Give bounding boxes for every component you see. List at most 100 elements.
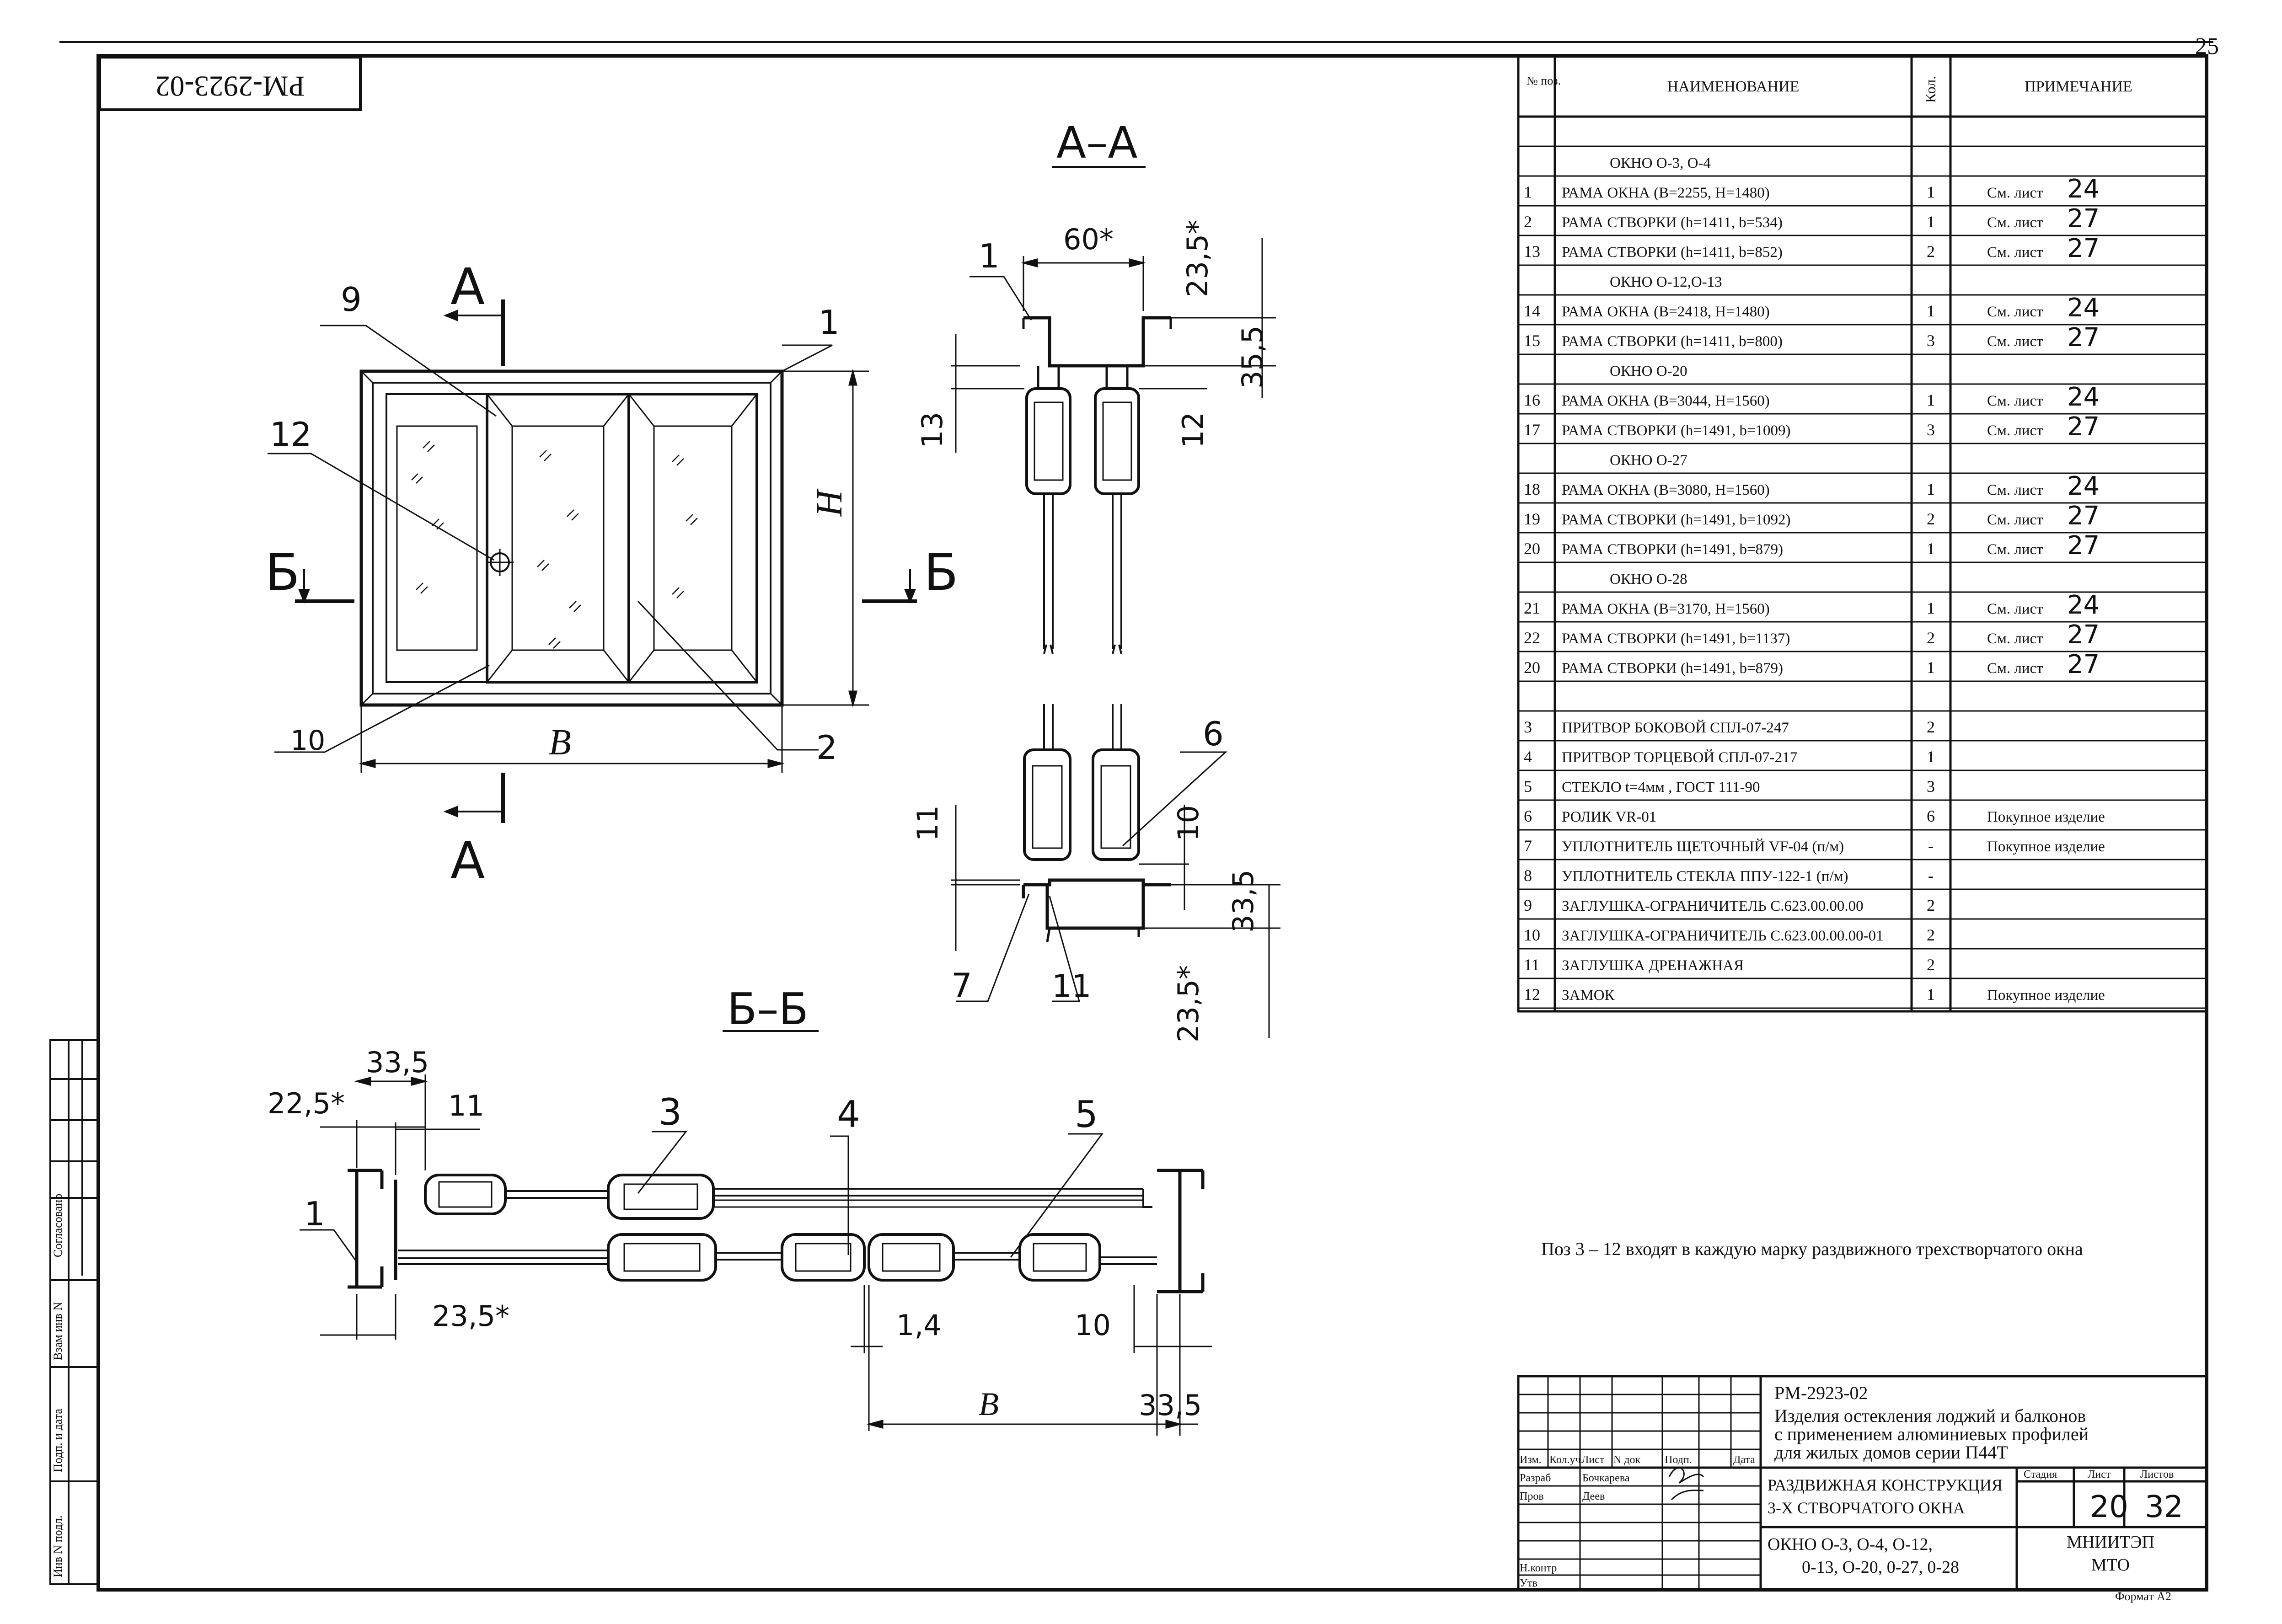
spec-head-qty: Кол. xyxy=(1922,76,1939,103)
spec-cell-num: 19 xyxy=(1524,510,1540,528)
title-block-small-grid xyxy=(1518,1376,1761,1590)
tb-name-line2: 3-Х СТВОРЧАТОГО ОКНА xyxy=(1768,1499,1965,1517)
spec-cell-qty: 6 xyxy=(1927,807,1935,825)
spec-cell-note: См. лист xyxy=(1987,185,2043,201)
spec-cell-qty: 2 xyxy=(1927,956,1935,974)
spec-cell-qty: 1 xyxy=(1927,302,1935,320)
bb-label-1: 1 xyxy=(304,1195,325,1233)
tb-sheet-label: Лист xyxy=(2088,1469,2111,1480)
spec-head-num: № поз. xyxy=(1527,74,1561,87)
bb-dim-335a: 33,5 xyxy=(366,1046,429,1079)
spec-cell-name: ЗАГЛУШКА-ОГРАНИЧИТЕЛЬ С.623.00.00.00 xyxy=(1562,898,1864,914)
spec-cell-num: 15 xyxy=(1524,331,1540,350)
bb-leaders xyxy=(300,1131,1104,1262)
label-1: 1 xyxy=(819,303,840,342)
spec-cell-note: См. лист xyxy=(1987,422,2043,439)
spec-cell-name: ОКНО О-27 xyxy=(1610,452,1687,469)
spec-cell-name: РАМА ОКНА (В=3080, Н=1560) xyxy=(1562,482,1770,498)
signature-mark xyxy=(1668,1467,1704,1501)
bb-label-5: 5 xyxy=(1075,1093,1098,1136)
bb-dim-235: 23,5* xyxy=(432,1299,509,1333)
spec-cell-note: См. лист xyxy=(1987,630,2043,647)
spec-cell-sheet: 27 xyxy=(2067,620,2100,650)
spec-cell-name: ЗАМОК xyxy=(1562,987,1615,1004)
strip-label-signature: Подп. и дата xyxy=(51,1409,64,1472)
spec-cell-name: РАМА СТВОРКИ (h=1411, b=852) xyxy=(1562,244,1783,261)
spec-cell-note: См. лист xyxy=(1987,393,2043,409)
spec-cell-num: 22 xyxy=(1524,629,1540,647)
bb-profiles-upper xyxy=(424,1174,1152,1220)
spec-head-name: НАИМЕНОВАНИЕ xyxy=(1667,78,1800,95)
spec-cell-name: СТЕКЛО t=4мм , ГОСТ 111-90 xyxy=(1562,779,1760,796)
tb-code: РМ-2923-02 xyxy=(1774,1383,1868,1403)
tb-org-line2: МТО xyxy=(2091,1555,2130,1575)
spec-cell-qty: 1 xyxy=(1927,985,1935,1004)
dim-B-front xyxy=(359,706,785,773)
left-approval-strip xyxy=(49,1039,99,1585)
spec-cell-num: 4 xyxy=(1524,748,1532,766)
tb-header-izm: Изм. xyxy=(1520,1454,1542,1466)
tb-name-razrab: Бочкарева xyxy=(1582,1472,1630,1484)
spec-cell-num: 12 xyxy=(1524,985,1540,1004)
bb-dim-11: 11 xyxy=(448,1089,484,1122)
dim-B-label: В xyxy=(549,722,571,763)
tb-project-line2: с применением алюминиевых профилей xyxy=(1774,1424,2089,1444)
aa-dimensions xyxy=(951,238,1280,1038)
spec-cell-num: 3 xyxy=(1524,718,1532,736)
tb-marks-line2: 0-13, О-20, 0-27, 0-28 xyxy=(1802,1558,1959,1577)
tb-project-line3: для жилых домов серии П44Т xyxy=(1774,1442,2008,1463)
spec-cell-name: РАМА СТВОРКИ (h=1411, b=800) xyxy=(1562,333,1783,350)
spec-cell-name: ОКНО О-12,О-13 xyxy=(1610,274,1722,290)
spec-cell-name: ОКНО О-20 xyxy=(1610,363,1687,379)
tb-sheets-label: Листов xyxy=(2140,1469,2174,1480)
spec-cell-note: См. лист xyxy=(1987,541,2043,558)
spec-cell-note: См. лист xyxy=(1987,333,2043,350)
spec-cell-name: ОКНО О-28 xyxy=(1610,571,1687,588)
spec-cell-name: РАМА СТВОРКИ (h=1491, b=879) xyxy=(1562,541,1783,558)
tb-role-prov: Пров xyxy=(1520,1490,1544,1502)
tb-org-line1: МНИИТЭП xyxy=(2067,1533,2154,1552)
spec-cell-sheet: 27 xyxy=(2067,650,2100,679)
bb-dim-335b: 33,5 xyxy=(1139,1389,1202,1422)
code-stamp xyxy=(98,56,362,111)
spec-cell-note: См. лист xyxy=(1987,601,2043,617)
spec-cell-qty: - xyxy=(1928,866,1934,885)
general-note: Поз 3 – 12 входят в каждую марку раздвиж… xyxy=(1541,1239,2083,1259)
tb-name-line1: РАЗДВИЖНАЯ КОНСТРУКЦИЯ xyxy=(1768,1476,2003,1494)
spec-cell-qty: 1 xyxy=(1927,748,1935,766)
tb-header-list: Лист xyxy=(1581,1454,1605,1466)
spec-cell-name: УПЛОТНИТЕЛЬ ЩЕТОЧНЫЙ VF-04 (п/м) xyxy=(1562,838,1844,855)
spec-cell-num: 6 xyxy=(1524,807,1532,825)
dim-H-front xyxy=(782,369,869,708)
spec-cell-sheet: 27 xyxy=(2067,412,2100,442)
spec-cell-name: ЗАГЛУШКА-ОГРАНИЧИТЕЛЬ С.623.00.00.00-01 xyxy=(1562,928,1884,944)
spec-cell-num: 9 xyxy=(1524,896,1532,914)
tb-header-ndok: N док xyxy=(1613,1454,1641,1466)
spec-cell-num: 1 xyxy=(1524,183,1532,201)
tb-project-line1: Изделия остекления лоджий и балконов xyxy=(1774,1405,2086,1426)
window-front-view xyxy=(359,369,784,707)
aa-label-6: 6 xyxy=(1203,715,1224,753)
dim-H-label: Н xyxy=(809,488,850,517)
spec-cell-name: РАМА СТВОРКИ (h=1491, b=1092) xyxy=(1562,512,1791,528)
spec-cell-name: РОЛИК VR-01 xyxy=(1562,809,1656,825)
spec-cell-qty: 2 xyxy=(1927,718,1935,736)
aa-leaders xyxy=(956,276,1227,1002)
bb-dimensions xyxy=(320,1074,1212,1436)
spec-cell-sheet: 24 xyxy=(2067,174,2100,204)
spec-cell-qty: 3 xyxy=(1927,331,1935,350)
spec-cell-name: ПРИТВОР ТОРЦЕВОЙ СПЛ-07-217 xyxy=(1562,749,1797,766)
strip-label-inventory: Инв N подл. xyxy=(51,1515,64,1577)
spec-cell-qty: 2 xyxy=(1927,629,1935,647)
spec-cell-num: 20 xyxy=(1524,658,1540,677)
aa-label-11: 11 xyxy=(1052,968,1092,1004)
spec-cell-note: Покупное изделие xyxy=(1987,809,2105,825)
cut-label-a-bottom: А xyxy=(450,831,485,890)
bb-right-channel xyxy=(1157,1169,1205,1293)
spec-cell-qty: 1 xyxy=(1927,183,1935,201)
view-title-aa: А–А xyxy=(1056,118,1137,168)
cut-label-b-left: Б xyxy=(265,543,300,602)
spec-cell-name: РАМА ОКНА (В=2418, Н=1480) xyxy=(1562,304,1770,320)
spec-cell-note: См. лист xyxy=(1987,512,2043,528)
